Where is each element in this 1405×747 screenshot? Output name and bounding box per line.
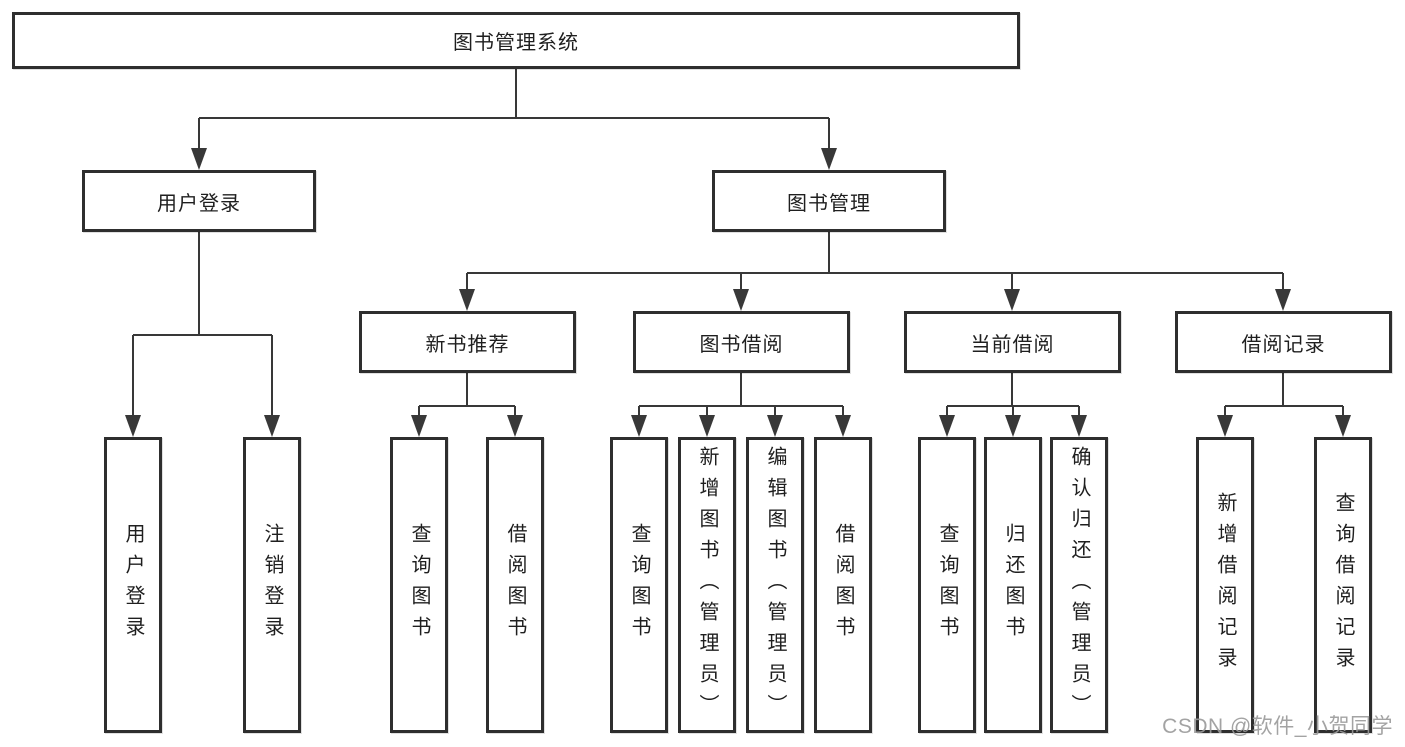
leaf-borrow-books: 借阅图书 — [814, 437, 872, 733]
leaf-query-borrow-record: 查询借阅记录 — [1314, 437, 1372, 733]
leaf-label: 归还图书 — [1002, 523, 1024, 647]
leaf-query-books-borrow: 查询图书 — [610, 437, 668, 733]
node-book-borrow: 图书借阅 — [633, 311, 850, 373]
node-label: 图书借阅 — [699, 333, 784, 356]
leaf-edit-book-admin: 编辑图书（管理员） — [746, 437, 804, 733]
leaf-label: 查询图书 — [936, 523, 958, 647]
leaf-add-book-admin: 新增图书（管理员） — [678, 437, 736, 733]
leaf-label: 查询图书 — [628, 523, 650, 647]
node-label: 借阅记录 — [1241, 333, 1326, 356]
leaf-label: 借阅图书 — [832, 523, 854, 647]
leaf-user-login: 用户登录 — [104, 437, 162, 733]
leaf-label: 编辑图书（管理员） — [764, 445, 786, 725]
leaf-label: 借阅图书 — [504, 523, 526, 647]
leaf-borrow-books-recommend: 借阅图书 — [486, 437, 544, 733]
leaf-return-books: 归还图书 — [984, 437, 1042, 733]
node-new-book-recommend: 新书推荐 — [359, 311, 576, 373]
node-book-management: 图书管理 — [712, 170, 946, 232]
leaf-label: 确认归还（管理员） — [1068, 445, 1090, 725]
leaf-label: 新增图书（管理员） — [696, 445, 718, 725]
node-label: 用户登录 — [157, 192, 241, 215]
arrowheads — [125, 148, 1351, 437]
leaf-label: 注销登录 — [261, 523, 283, 647]
csdn-watermark: CSDN @软件_小贺同学 — [1162, 715, 1393, 738]
node-current-borrow: 当前借阅 — [904, 311, 1121, 373]
node-root-system: 图书管理系统 — [12, 12, 1020, 69]
leaf-query-books-current: 查询图书 — [918, 437, 976, 733]
leaf-label: 查询借阅记录 — [1332, 492, 1354, 678]
leaf-label: 新增借阅记录 — [1214, 492, 1236, 678]
leaf-confirm-return-admin: 确认归还（管理员） — [1050, 437, 1108, 733]
node-label: 图书管理 — [787, 192, 871, 215]
node-label: 当前借阅 — [970, 333, 1055, 356]
leaf-label: 查询图书 — [408, 523, 430, 647]
leaf-logout: 注销登录 — [243, 437, 301, 733]
node-label: 新书推荐 — [425, 333, 510, 356]
leaf-query-books-recommend: 查询图书 — [390, 437, 448, 733]
leaf-label: 用户登录 — [122, 523, 144, 647]
node-user-login: 用户登录 — [82, 170, 316, 232]
node-label: 图书管理系统 — [453, 32, 579, 54]
leaf-add-borrow-record: 新增借阅记录 — [1196, 437, 1254, 733]
node-borrow-records: 借阅记录 — [1175, 311, 1392, 373]
